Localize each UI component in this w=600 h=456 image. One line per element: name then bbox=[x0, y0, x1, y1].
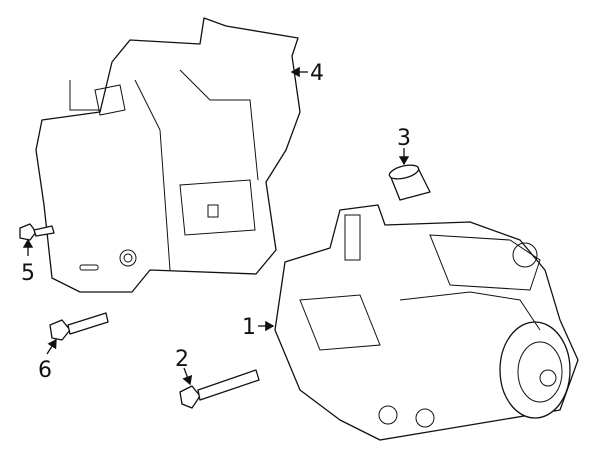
callout-5: 5 bbox=[21, 261, 35, 286]
callout-3: 3 bbox=[397, 126, 411, 151]
bolt-5 bbox=[19, 223, 55, 241]
sleeve bbox=[388, 164, 431, 201]
starter-motor bbox=[274, 204, 579, 441]
callout-4: 4 bbox=[310, 61, 324, 86]
heat-shield bbox=[35, 17, 301, 293]
callout-2: 2 bbox=[175, 347, 189, 372]
leader-2 bbox=[182, 367, 193, 386]
bolt-2 bbox=[179, 369, 260, 409]
callout-6: 6 bbox=[38, 358, 52, 383]
bolt-6 bbox=[49, 312, 109, 341]
leader-6 bbox=[46, 338, 57, 355]
callout-1: 1 bbox=[242, 315, 256, 340]
